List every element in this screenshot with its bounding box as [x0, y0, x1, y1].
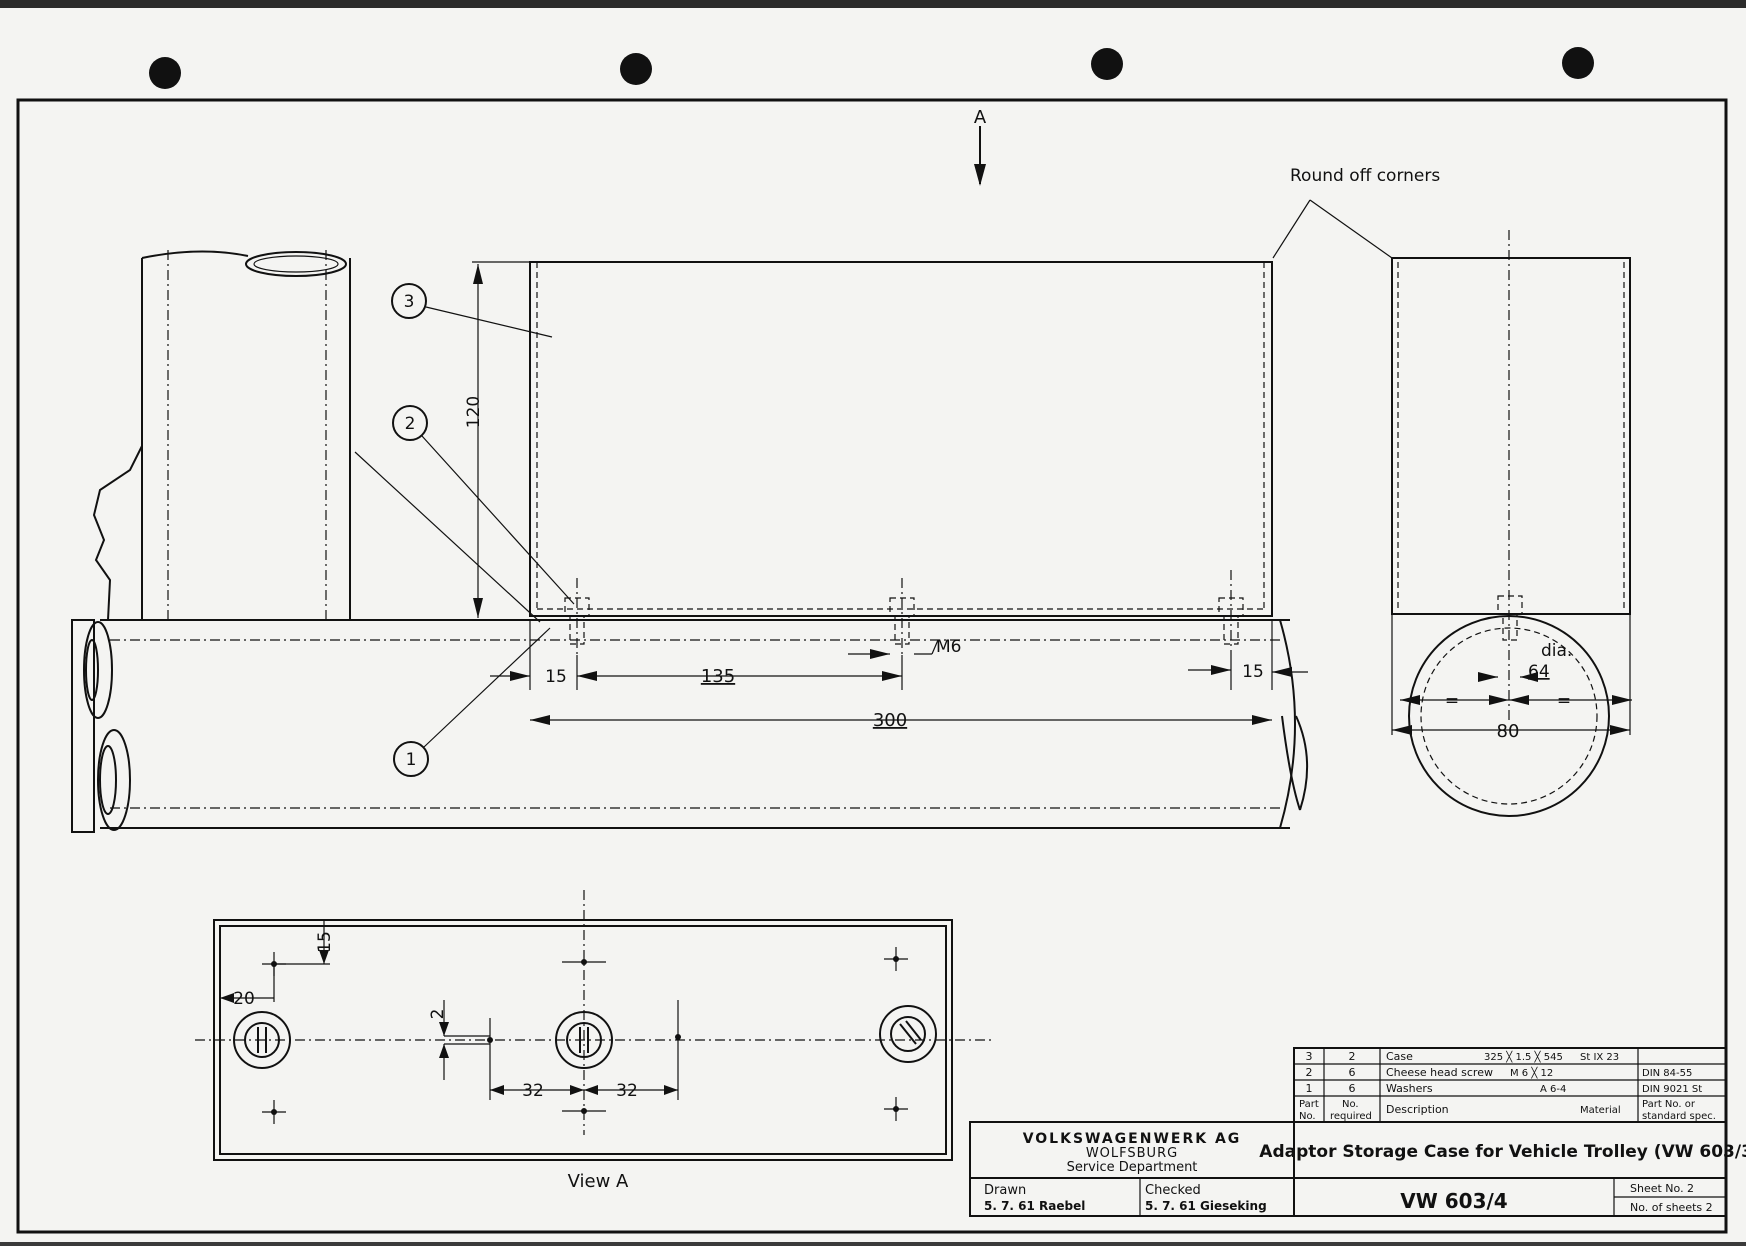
- parts-row-1-desc: Case: [1386, 1050, 1413, 1063]
- balloon-1-text: 1: [406, 750, 417, 770]
- parts-header-standard-a: Part No. or: [1642, 1099, 1696, 1110]
- screw-middle: [889, 578, 915, 655]
- punch-holes: [149, 47, 1594, 89]
- parts-list: 3 2 Case 325 ╳ 1.5 ╳ 545 St IX 23 2 6 Ch…: [1293, 1047, 1727, 1123]
- balloon-3-text: 3: [404, 292, 415, 312]
- parts-row-1-material: St IX 23: [1580, 1052, 1619, 1063]
- dim-equal-right: =: [1557, 691, 1571, 711]
- company-department: Service Department: [1067, 1160, 1198, 1175]
- parts-header-description: Description: [1386, 1103, 1449, 1116]
- round-corners-note: Round off corners: [1272, 166, 1440, 259]
- drawing-title: Adaptor Storage Case for Vehicle Trolley…: [1259, 1142, 1746, 1162]
- parts-row-2-partno: 2: [1306, 1066, 1313, 1079]
- dim-equal-left: =: [1445, 691, 1459, 711]
- parts-row-3-desc: Washers: [1386, 1082, 1433, 1095]
- drawing-frame: [16, 98, 1728, 1234]
- section-arrow-a: A: [974, 107, 987, 186]
- side-view: = = 80 dia. 64: [1391, 230, 1632, 817]
- parts-header-partno-a: Part: [1299, 1099, 1319, 1110]
- scan-edge: [0, 0, 1746, 8]
- parts-row-3-standard: DIN 9021 St: [1642, 1084, 1702, 1095]
- parts-row-2-desc: Cheese head screw: [1386, 1066, 1493, 1079]
- balloon-2-text: 2: [405, 414, 416, 434]
- parts-header-qty-b: required: [1330, 1111, 1372, 1122]
- balloon-1: [393, 741, 429, 777]
- parts-row-1-size: 325 ╳ 1.5 ╳ 545: [1484, 1050, 1563, 1063]
- dim-overall-text: 300: [873, 710, 907, 731]
- dim-dia-value: 64: [1528, 662, 1550, 682]
- drawn-label: Drawn: [984, 1183, 1026, 1198]
- view-a: 15 20 2 32 32 View A: [195, 890, 995, 1192]
- dim-edge-left-text: 15: [545, 667, 567, 687]
- balloon-3: [391, 283, 427, 319]
- drawn-value: 5. 7. 61 Raebel: [984, 1199, 1085, 1213]
- dim-thread-text: M6: [936, 637, 961, 657]
- va-dim-spacing-right: 32: [616, 1081, 638, 1101]
- parts-header-standard-b: standard spec.: [1642, 1111, 1716, 1122]
- title-block: VOLKSWAGENWERK AG WOLFSBURG Service Depa…: [969, 1121, 1746, 1217]
- trolley-post: [92, 250, 351, 621]
- parts-row-3-material: A 6-4: [1540, 1084, 1566, 1095]
- dim-dia-label: dia.: [1541, 641, 1572, 661]
- va-dim-spacing-left: 32: [522, 1081, 544, 1101]
- screw-left: [564, 578, 590, 655]
- checked-label: Checked: [1145, 1183, 1201, 1198]
- case-front-view: [529, 261, 1273, 655]
- company-name: VOLKSWAGENWERK AG: [1023, 1131, 1242, 1147]
- parts-row-2-size: M 6 ╳ 12: [1510, 1066, 1553, 1079]
- sheet-number: Sheet No. 2: [1630, 1182, 1694, 1195]
- company-city: WOLFSBURG: [1086, 1146, 1178, 1161]
- dim-pitch-text: 135: [701, 666, 735, 687]
- parts-header-partno-b: No.: [1299, 1111, 1316, 1122]
- dim-edge-right-text: 15: [1242, 662, 1264, 682]
- va-dim-edge-y: 15: [315, 931, 335, 953]
- balloon-2: [392, 405, 428, 441]
- parts-row-1-partno: 3: [1306, 1050, 1313, 1063]
- parts-row-3-qty: 6: [1349, 1082, 1356, 1095]
- parts-row-2-qty: 6: [1349, 1066, 1356, 1079]
- view-a-small-holes: [262, 947, 908, 1124]
- va-dim-offset: 2: [428, 1009, 448, 1020]
- section-arrow-label: A: [974, 107, 987, 128]
- screw-right: [1218, 570, 1244, 655]
- dim-spacing: 15 135 15 300 M6: [490, 620, 1308, 731]
- drawing-number: VW 603/4: [1400, 1189, 1507, 1213]
- parts-row-2-standard: DIN 84-55: [1642, 1068, 1692, 1079]
- parts-header-qty-a: No.: [1342, 1099, 1359, 1110]
- view-a-label: View A: [568, 1171, 629, 1192]
- dim-height-120: 120: [464, 261, 530, 621]
- checked-value: 5. 7. 61 Gieseking: [1145, 1199, 1267, 1213]
- parts-header-material: Material: [1580, 1105, 1621, 1116]
- dim-width-side-text: 80: [1497, 721, 1520, 742]
- dim-height-text: 120: [464, 396, 484, 428]
- horizontal-tube: [71, 619, 1309, 833]
- parts-row-1-qty: 2: [1349, 1050, 1356, 1063]
- va-dim-edge-x: 20: [233, 989, 255, 1009]
- sheets-total: No. of sheets 2: [1630, 1201, 1713, 1214]
- round-corners-text: Round off corners: [1290, 166, 1440, 186]
- balloons: 3 2 1: [354, 283, 575, 777]
- parts-row-3-partno: 1: [1306, 1082, 1313, 1095]
